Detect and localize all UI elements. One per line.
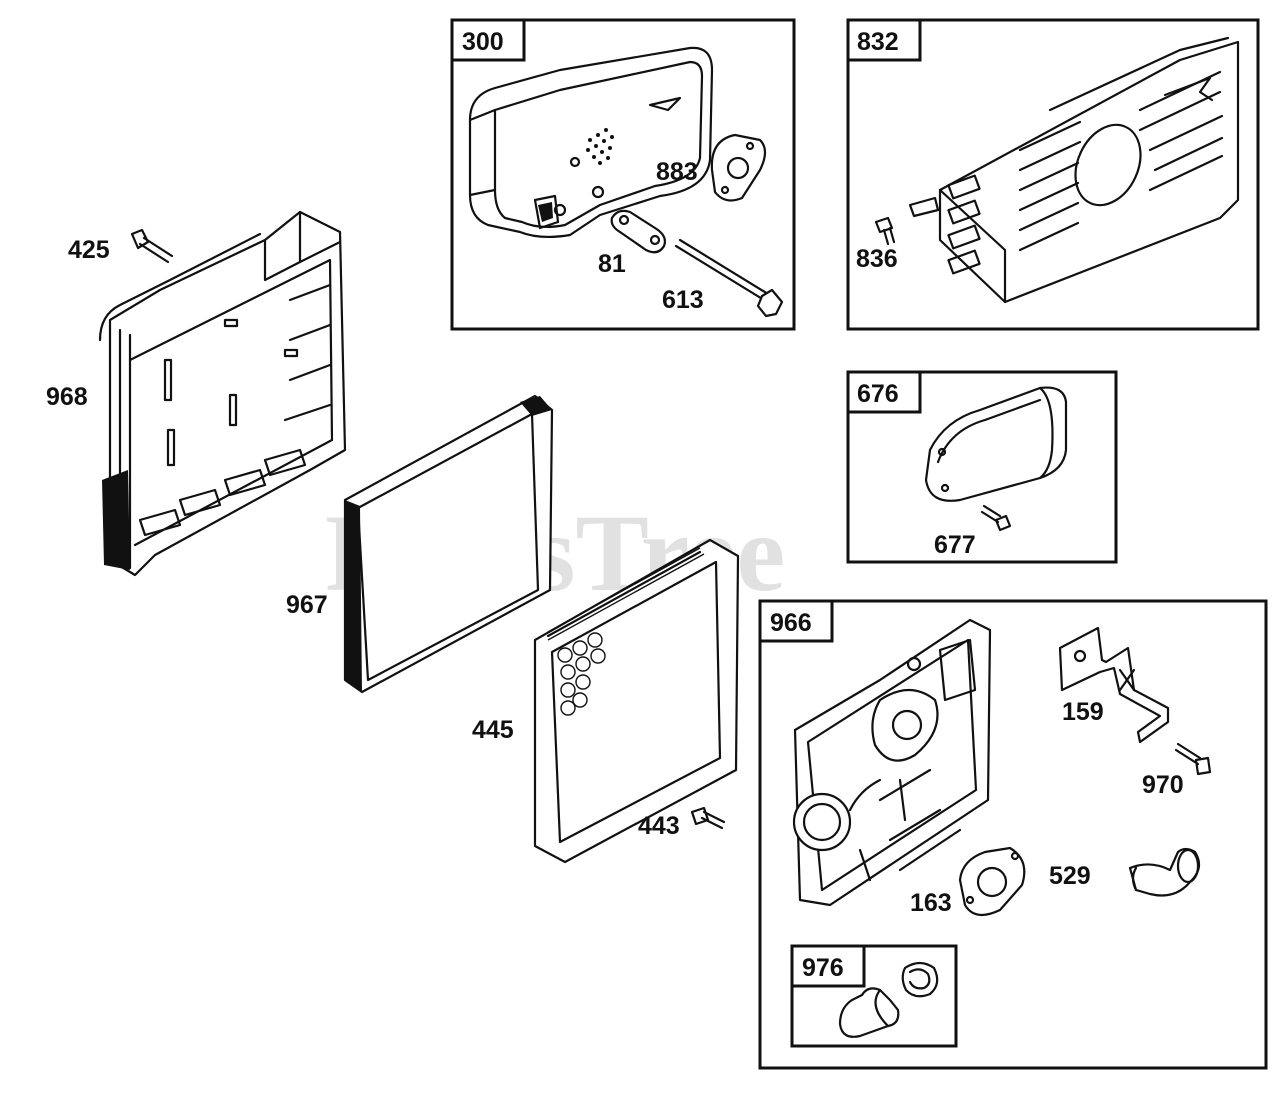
pre-cleaner-967 [343, 394, 554, 694]
screw-836 [874, 216, 896, 246]
callout-970: 970 [1142, 771, 1184, 799]
callout-425: 425 [68, 236, 110, 264]
muffler-drawing [468, 46, 714, 239]
primer-bulb-drawing [838, 961, 939, 1038]
callout-529: 529 [1049, 862, 1091, 890]
gasket-163 [958, 846, 1026, 917]
kit-box-676: 676 [846, 370, 1118, 564]
box-label-976: 976 [802, 954, 844, 982]
callout-81: 81 [598, 250, 626, 278]
callout-968: 968 [46, 383, 88, 411]
muffler-gasket-883 [710, 133, 767, 202]
callout-883: 883 [656, 158, 698, 186]
callout-163: 163 [910, 889, 952, 917]
base-966-drawing [792, 618, 992, 907]
callout-443: 443 [638, 812, 680, 840]
bracket-159 [1058, 626, 1170, 744]
kit-box-300: 300 [450, 18, 796, 331]
muffler-guard-drawing [908, 36, 1240, 304]
air-cleaner-base-968 [98, 210, 347, 577]
muffler-bolt-613 [674, 238, 784, 318]
screw-970 [1174, 742, 1212, 776]
box-label-676: 676 [857, 380, 899, 408]
air-filter-445 [533, 538, 740, 864]
callout-159: 159 [1062, 698, 1104, 726]
kit-box-976: 976 [790, 944, 958, 1048]
screw-677 [980, 504, 1012, 532]
heat-shield-drawing [924, 386, 1068, 502]
kit-box-832: 832 [846, 18, 1260, 331]
muffler-deflector-81 [610, 209, 667, 254]
callout-445: 445 [472, 716, 514, 744]
callout-677: 677 [934, 531, 976, 559]
kit-box-966: 966 [758, 599, 1268, 1070]
box-label-832: 832 [857, 28, 899, 56]
screw-443 [690, 806, 726, 830]
box-label-300: 300 [462, 28, 504, 56]
box-label-966: 966 [770, 609, 812, 637]
callout-836: 836 [856, 245, 898, 273]
bolt-425 [130, 228, 174, 264]
elbow-529 [1128, 847, 1201, 897]
callout-613: 613 [662, 286, 704, 314]
callout-967: 967 [286, 591, 328, 619]
